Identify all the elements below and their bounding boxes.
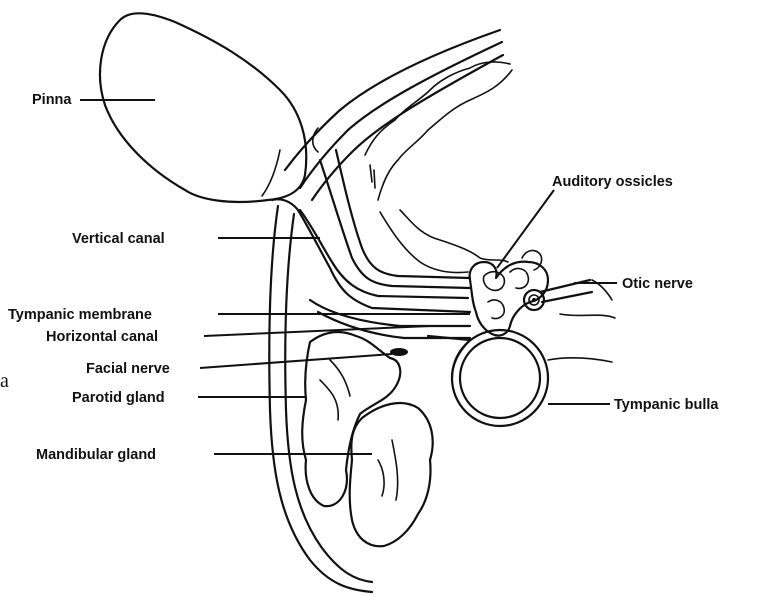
facial-nerve-shape bbox=[390, 348, 408, 356]
label-otic-nerve: Otic nerve bbox=[622, 276, 693, 292]
label-parotid-gland: Parotid gland bbox=[72, 390, 165, 406]
tympanic-bulla-shape bbox=[428, 330, 612, 426]
middle-ear-ossicles bbox=[470, 251, 548, 336]
ear-canal-upper-wall bbox=[285, 30, 503, 200]
label-pinna: Pinna bbox=[32, 92, 72, 108]
label-horizontal-canal: Horizontal canal bbox=[46, 329, 158, 345]
label-auditory-ossicles: Auditory ossicles bbox=[552, 174, 673, 190]
facial-nerve-leader bbox=[200, 354, 392, 368]
label-tympanic-membrane: Tympanic membrane bbox=[8, 307, 152, 323]
mandibular-gland-shape bbox=[350, 403, 433, 546]
horizontal-canal-leader bbox=[204, 326, 430, 336]
auditory-ossicles-leader bbox=[497, 190, 554, 268]
label-facial-nerve: Facial nerve bbox=[86, 361, 170, 377]
otic-nerve-shape bbox=[540, 280, 615, 318]
stray-letter: a bbox=[0, 370, 9, 392]
label-tympanic-bulla: Tympanic bulla bbox=[614, 397, 719, 413]
label-vertical-canal: Vertical canal bbox=[72, 231, 165, 247]
pinna-shape bbox=[100, 13, 306, 202]
label-mandibular-gland: Mandibular gland bbox=[36, 447, 156, 463]
skull-tissue-edge bbox=[365, 62, 512, 273]
